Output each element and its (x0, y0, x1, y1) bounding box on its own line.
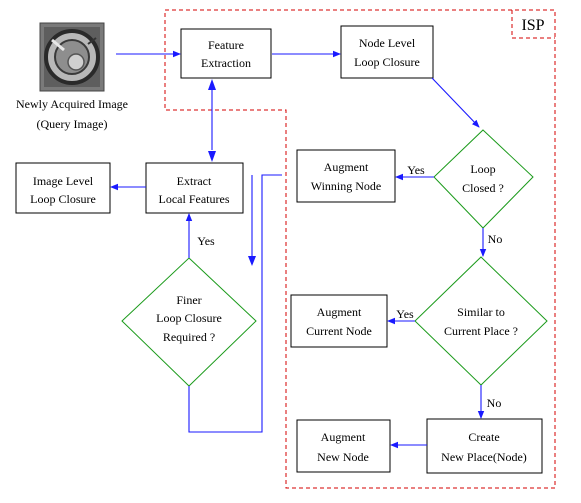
label-loop-closed-no: No (488, 232, 503, 246)
feature-extraction-box: Feature Extraction (180, 28, 272, 79)
augment-current-node-box: Augment Current Node (290, 294, 388, 348)
augment-winning-node-line1: Augment (324, 160, 369, 174)
query-image-caption-line2: (Query Image) (37, 117, 108, 131)
label-similar-no: No (487, 396, 502, 410)
finer-line2: Loop Closure (156, 311, 222, 325)
loop-closed-line2: Closed ? (462, 181, 504, 195)
arrow-finer-no-loopback (188, 174, 282, 433)
create-new-place-line2: New Place(Node) (441, 450, 527, 464)
create-new-place-line1: Create (468, 430, 499, 444)
create-new-place-box: Create New Place(Node) (426, 418, 543, 474)
arrowhead-up-feature-extraction (208, 79, 216, 90)
loop-closed-line1: Loop (470, 162, 495, 176)
label-similar-yes: Yes (396, 307, 414, 321)
augment-winning-node-box: Augment Winning Node (296, 149, 396, 203)
feature-extraction-line1: Feature (208, 38, 244, 52)
arrowhead-loopback (248, 256, 256, 266)
loop-closed-decision: Loop Closed ? (433, 129, 534, 229)
node-level-loop-closure-box: Node Level Loop Closure (340, 25, 434, 79)
augment-new-node-line2: New Node (317, 450, 369, 464)
isp-label-frame (511, 10, 555, 39)
finer-loop-closure-decision: Finer Loop Closure Required ? (121, 257, 257, 387)
augment-current-node-line1: Augment (317, 305, 362, 319)
isp-region-border (164, 9, 556, 489)
node-level-loop-closure-line1: Node Level (359, 36, 416, 50)
arrowhead-down-extract-features (208, 151, 216, 162)
image-level-loop-closure-line1: Image Level (33, 174, 94, 188)
finer-line3: Required ? (163, 330, 215, 344)
extract-local-features-line2: Local Features (159, 192, 230, 206)
augment-current-node-line2: Current Node (306, 324, 372, 338)
label-finer-yes: Yes (197, 234, 215, 248)
augment-new-node-line1: Augment (321, 430, 366, 444)
query-image-caption-line1: Newly Acquired Image (16, 97, 128, 111)
feature-extraction-line2: Extraction (201, 56, 251, 70)
label-loop-closed-yes: Yes (407, 163, 425, 177)
extract-local-features-box: Extract Local Features (145, 162, 244, 214)
augment-winning-node-line2: Winning Node (311, 179, 382, 193)
finer-line1: Finer (176, 293, 201, 307)
node-level-loop-closure-line2: Loop Closure (354, 55, 420, 69)
image-level-loop-closure-line2: Loop Closure (30, 192, 96, 206)
isp-label: ISP (521, 17, 544, 34)
similar-to-current-place-decision: Similar to Current Place ? (414, 256, 548, 386)
query-image-icon (39, 22, 105, 92)
augment-new-node-box: Augment New Node (296, 419, 391, 473)
image-level-loop-closure-box: Image Level Loop Closure (15, 162, 111, 214)
arrow-node-level-to-loop-closed (431, 77, 480, 128)
extract-local-features-line1: Extract (177, 174, 212, 188)
similar-line2: Current Place ? (444, 324, 518, 338)
similar-line1: Similar to (457, 305, 505, 319)
